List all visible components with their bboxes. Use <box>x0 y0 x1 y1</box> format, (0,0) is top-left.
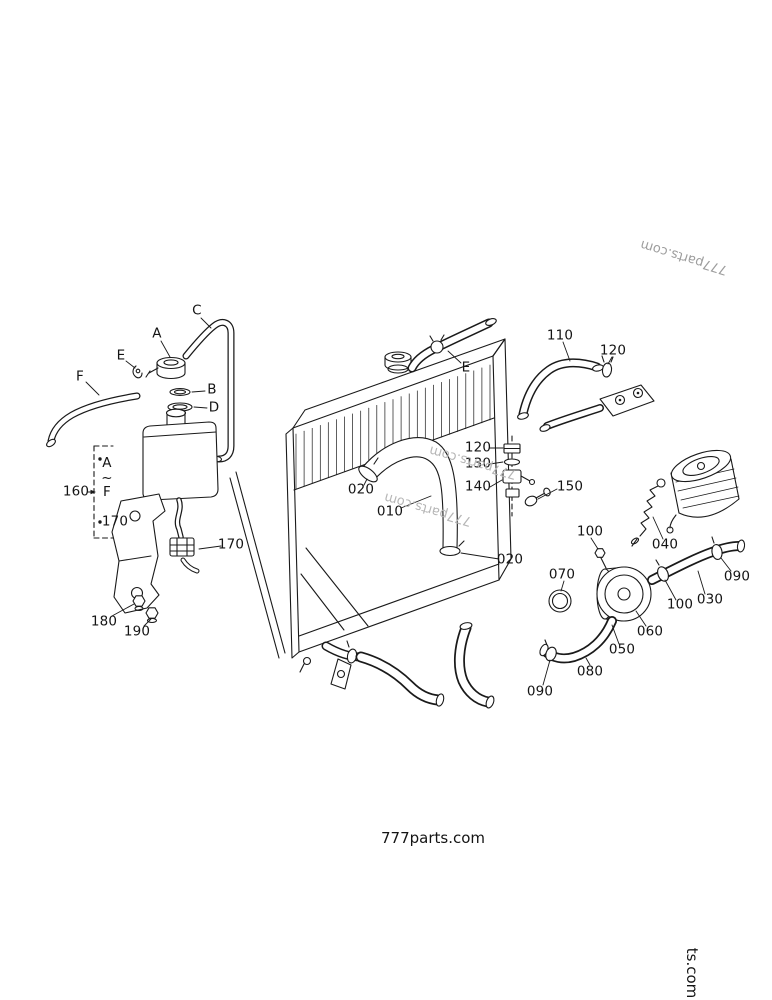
bolt-180 <box>132 595 146 612</box>
overflow-hose-top <box>407 318 497 373</box>
hose-clip-e <box>132 365 143 379</box>
hose-clamp-090-lower <box>544 639 557 662</box>
lower-radiator-hoses <box>321 622 495 709</box>
fitting-nut-120 <box>503 443 521 454</box>
radiator-drain-cock <box>302 656 312 666</box>
drain-fittings <box>502 435 551 517</box>
bypass-valve-spring-040 <box>630 478 666 547</box>
hose-clamp-020-lower <box>439 540 465 557</box>
cap-gasket-b <box>169 388 191 396</box>
fitting-washer-130 <box>503 458 521 466</box>
oil-cooler-hose-080 <box>539 616 617 664</box>
reservoir-tank-assembly <box>46 319 235 574</box>
hose-clip-e-top <box>429 334 445 354</box>
hose-clamp-020-upper <box>358 457 379 483</box>
o-ring-070 <box>548 589 572 613</box>
assembly-group-marker <box>87 445 114 539</box>
radiator-fins <box>295 364 491 490</box>
leader-lines <box>85 317 732 686</box>
tank-drain-hose <box>169 497 200 574</box>
oil-filter <box>666 449 740 534</box>
watermark-right-edge: ts.com <box>683 947 701 999</box>
reservoir-tank-body <box>142 408 219 501</box>
radiator-front-face <box>292 355 500 653</box>
tank-cap <box>145 356 186 380</box>
mounting-bracket <box>111 493 166 624</box>
hose-clamp-090-right <box>711 536 723 560</box>
oil-cooler-hose-030 <box>647 536 746 585</box>
radiator-left-face <box>285 427 300 659</box>
bypass-hose-110 <box>517 355 655 432</box>
upper-radiator-hose-010 <box>358 437 465 557</box>
bolt-100 <box>594 548 607 569</box>
shroud-edge-lines <box>229 471 286 659</box>
watermark-bottom-center: 777parts.com <box>380 829 486 847</box>
clamp-bracket <box>330 658 352 690</box>
hose-clamp-120 <box>601 355 614 378</box>
radiator-filler-cap <box>384 351 412 374</box>
thermostat-flange <box>599 384 655 417</box>
fitting-joint-150 <box>524 487 551 507</box>
ref-160-arrow <box>87 489 96 495</box>
fitting-valve-140 <box>502 469 536 486</box>
bolt-190 <box>145 607 159 624</box>
oil-cooler <box>594 548 652 622</box>
hose-clamp-100 <box>655 559 669 582</box>
